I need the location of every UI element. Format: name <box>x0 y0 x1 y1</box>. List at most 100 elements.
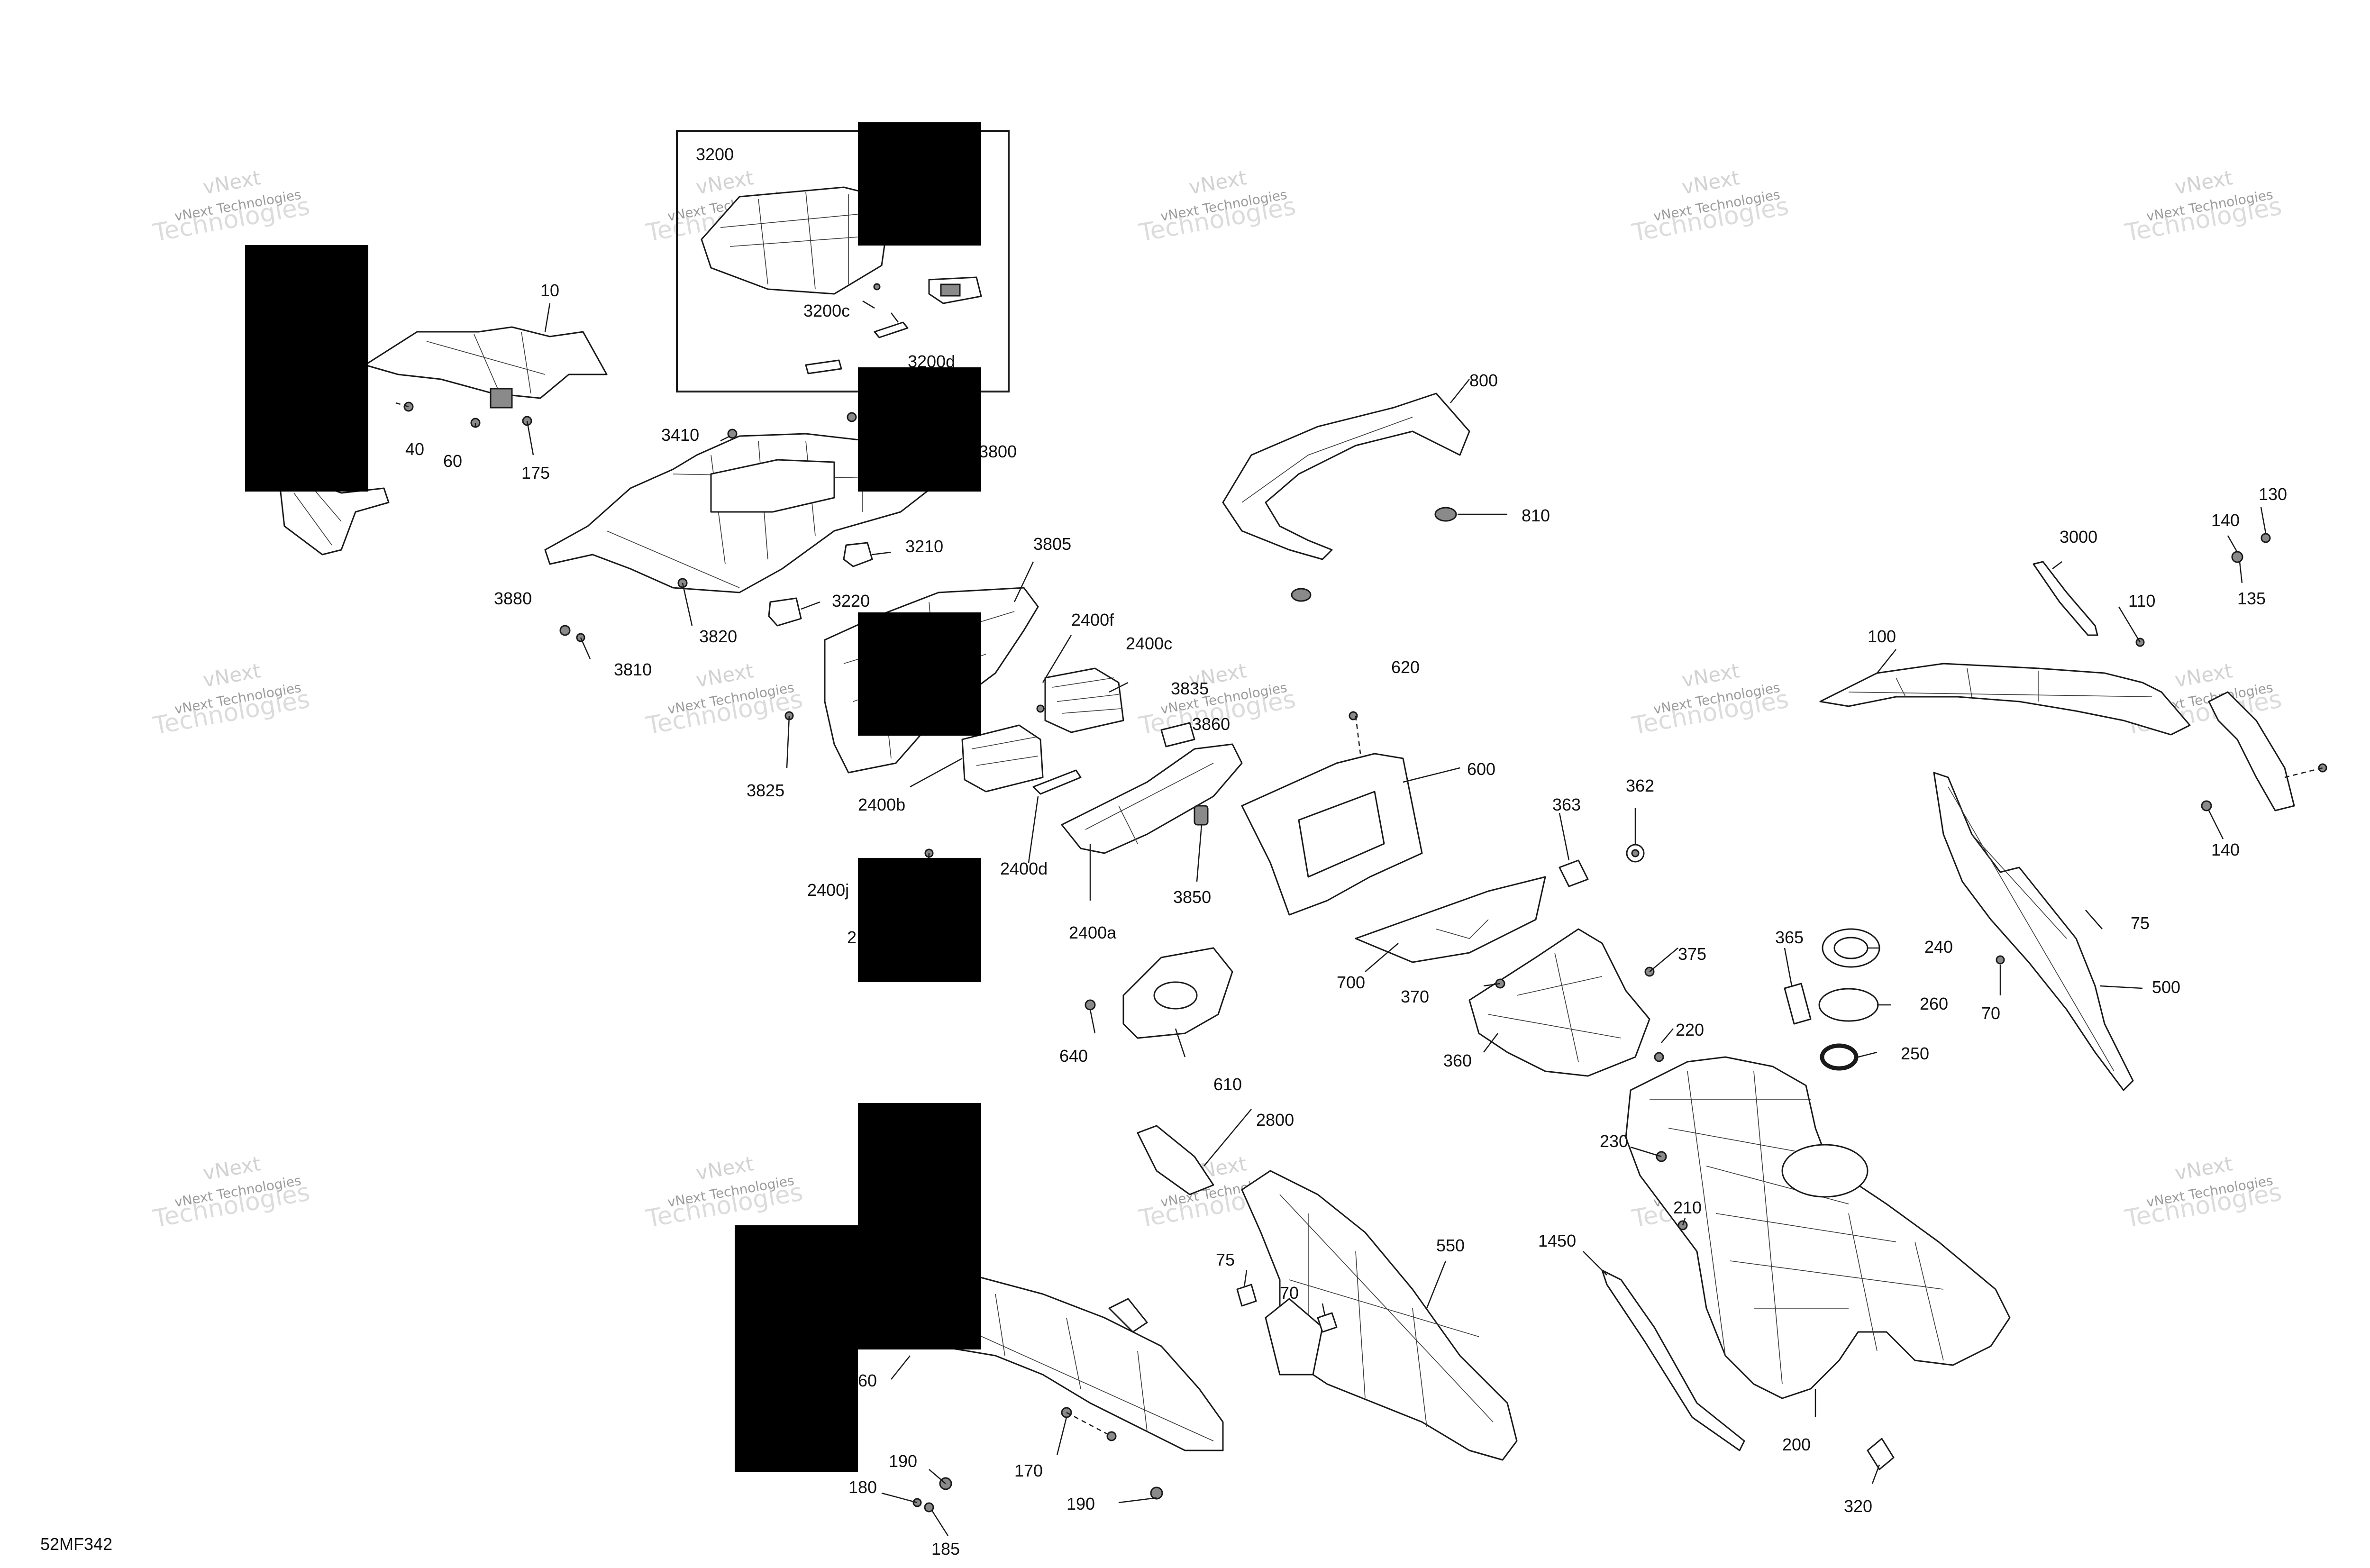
callout-640: 640 <box>1059 1046 1088 1066</box>
callout-3825: 3825 <box>747 781 784 800</box>
callout-620: 620 <box>1391 657 1420 677</box>
callout-40: 40 <box>405 439 424 459</box>
part-2400c-ecu <box>1044 667 1124 733</box>
callout-2400b: 2400b <box>858 795 905 814</box>
part-3200c-3200d-strips <box>805 283 909 374</box>
part-2400a-tray <box>1061 743 1243 854</box>
part-320-clip <box>1867 1438 1895 1470</box>
part-2400d-link <box>1032 769 1082 795</box>
watermark-line-1: vNext <box>2173 166 2234 199</box>
callout-220: 220 <box>1676 1020 1704 1039</box>
callout-370: 370 <box>1401 987 1429 1006</box>
part-600-bezel <box>1241 753 1423 916</box>
callout-75-front: 75 <box>1216 1250 1235 1269</box>
callout-600: 600 <box>1467 759 1495 779</box>
redaction-blocks <box>245 122 981 1472</box>
part-363-pad <box>1559 859 1589 887</box>
callout-363: 363 <box>1552 795 1581 814</box>
callout-3000: 3000 <box>2060 527 2097 547</box>
callout-170: 170 <box>1014 1461 1043 1480</box>
callout-260: 260 <box>1920 994 1948 1013</box>
callout-180: 180 <box>848 1477 877 1497</box>
callout-3410: 3410 <box>661 425 699 445</box>
callout-210: 210 <box>1673 1198 1702 1217</box>
callout-365: 365 <box>1775 928 1804 947</box>
part-3835-clip <box>1160 722 1195 748</box>
callout-240: 240 <box>1924 937 1953 957</box>
callout-2400f: 2400f <box>1071 610 1114 629</box>
watermark-line-1: vNext <box>201 659 262 692</box>
part-rear-corner-bracket <box>2208 691 2295 811</box>
watermark-line-1: vNext <box>1187 166 1248 199</box>
callout-130: 130 <box>2259 484 2287 504</box>
callout-3820: 3820 <box>699 627 737 646</box>
callout-610: 610 <box>1213 1075 1242 1094</box>
callout-500: 500 <box>2152 977 2180 997</box>
callout-2400a: 2400a <box>1069 923 1117 942</box>
redaction-block <box>735 1225 858 1472</box>
callout-800: 800 <box>1469 371 1498 390</box>
callout-375: 375 <box>1678 944 1706 964</box>
callout-70-front: 70 <box>1280 1283 1299 1303</box>
callout-550: 550 <box>1436 1236 1465 1255</box>
callout-75-right: 75 <box>2131 913 2150 933</box>
callout-230: 230 <box>1600 1131 1628 1151</box>
callout-2-partial: 2 <box>847 928 857 947</box>
callout-3200: 3200 <box>696 145 734 164</box>
callout-190-bottom: 190 <box>1066 1494 1095 1513</box>
watermark-line-1: vNext <box>694 1152 755 1185</box>
watermark-line-1: vNext <box>201 166 262 199</box>
callout-360: 360 <box>1443 1051 1472 1070</box>
figure-code: 52MF342 <box>40 1534 112 1554</box>
callout-185: 185 <box>931 1539 960 1559</box>
leader-lines <box>395 300 2323 1536</box>
callout-2400d: 2400d <box>1000 859 1048 878</box>
part-360-console <box>1468 928 1650 1077</box>
callout-3860: 3860 <box>1192 714 1230 734</box>
part-3200-latch <box>928 276 982 304</box>
small-fasteners <box>403 401 2005 1231</box>
part-362-grommet <box>1626 844 1645 863</box>
part-260-gasket <box>1818 988 1879 1022</box>
detail-box-3200 <box>676 130 1010 392</box>
part-700-panel <box>1355 876 1546 963</box>
redaction-block <box>245 245 368 492</box>
callout-190-top: 190 <box>889 1451 917 1471</box>
callout-1450: 1450 <box>1538 1231 1576 1250</box>
watermark-line-1: vNext <box>1680 659 1741 692</box>
callout-3805: 3805 <box>1033 534 1071 554</box>
watermark-line-1: vNext <box>2173 659 2234 692</box>
redaction-block <box>858 122 981 246</box>
callout-3835: 3835 <box>1171 679 1209 698</box>
callout-362: 362 <box>1626 776 1654 795</box>
callout-110: 110 <box>2128 591 2155 611</box>
part-3210-mount <box>843 542 873 567</box>
part-70-75-clips <box>1236 1284 1338 1333</box>
callout-2400c: 2400c <box>1126 634 1172 653</box>
watermark-line-1: vNext <box>1680 166 1741 199</box>
watermark-line-1: vNext <box>694 166 755 199</box>
watermark-line-1: vNext <box>694 659 755 692</box>
callout-60: 60 <box>443 451 462 471</box>
part-250-seal <box>1820 1043 1859 1071</box>
part-1450-strip <box>1601 1269 1745 1451</box>
callout-810: 810 <box>1522 506 1550 525</box>
redaction-block <box>858 858 981 982</box>
part-3850-spring <box>1194 805 1209 826</box>
callout-10: 10 <box>540 281 559 300</box>
part-3220-mount <box>768 597 802 627</box>
callout-200: 200 <box>1782 1435 1811 1454</box>
part-2400b-module <box>961 724 1044 793</box>
part-3000-strip <box>2033 561 2098 636</box>
callout-3200c: 3200c <box>803 301 850 320</box>
callout-250: 250 <box>1901 1044 1929 1063</box>
